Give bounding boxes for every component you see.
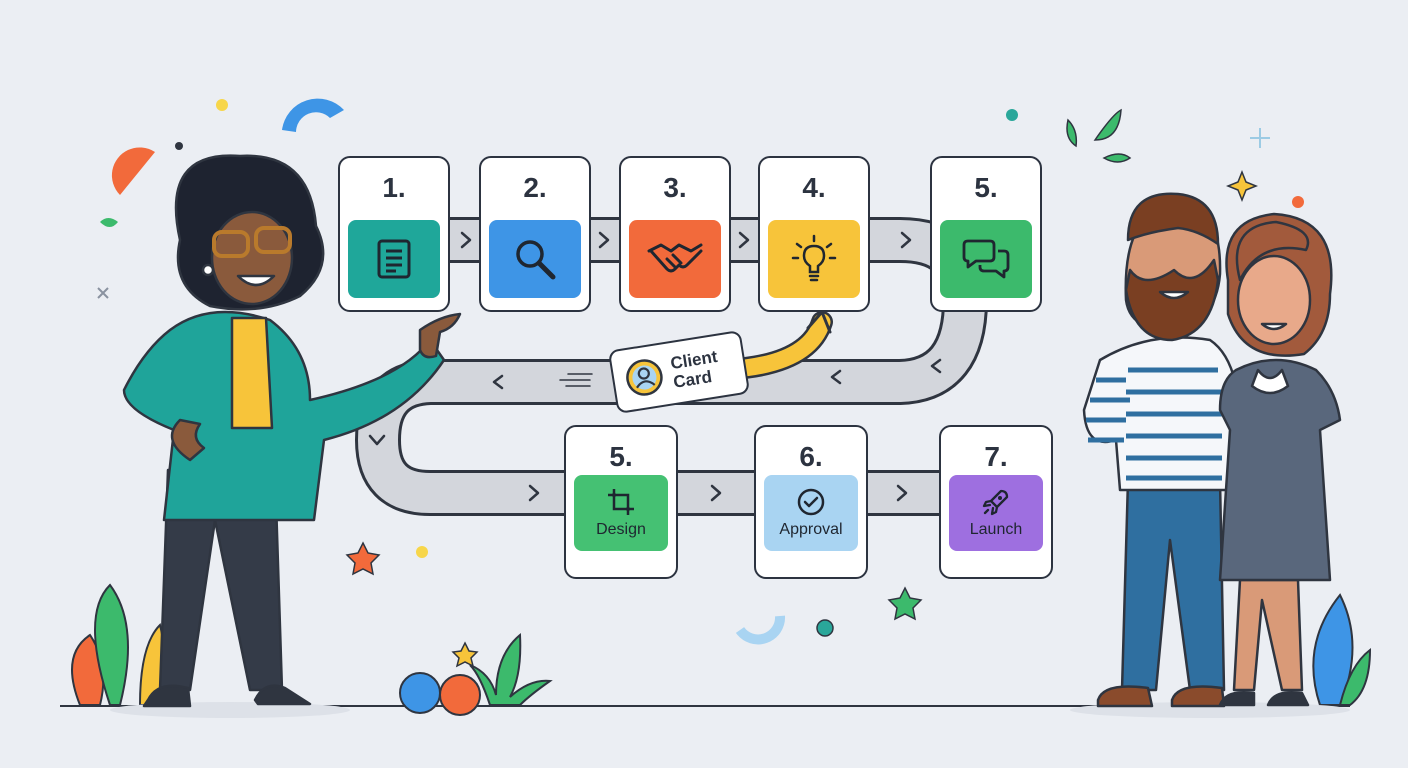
step-tile [629, 220, 721, 298]
step-tile: Design [574, 475, 668, 551]
client-woman [1218, 212, 1342, 707]
step-label: Launch [969, 521, 1023, 538]
step-card-5[interactable]: 5. [930, 156, 1042, 312]
client-card-label: Client Card [669, 347, 722, 392]
step-card-3[interactable]: 3. [619, 156, 731, 312]
step-tile [768, 220, 860, 298]
presenter-woman [122, 154, 462, 708]
lightbulb-icon [791, 234, 837, 282]
user-avatar-icon [626, 359, 663, 396]
step-card-launch[interactable]: 7. Launch [939, 425, 1053, 579]
step-card-2[interactable]: 2. [479, 156, 591, 312]
step-number: 2. [523, 172, 547, 203]
document-icon [377, 239, 411, 279]
step-tile: Approval [764, 475, 858, 551]
step-tile: Launch [949, 475, 1043, 551]
step-number: 5. [609, 441, 633, 472]
step-label: Approval [779, 521, 843, 538]
step-number: 1. [382, 172, 406, 203]
check-circle-icon [797, 488, 825, 516]
step-card-design[interactable]: 5. Design [564, 425, 678, 579]
chat-bubbles-icon [962, 239, 1010, 279]
step-card-1[interactable]: 1. [338, 156, 450, 312]
rocket-icon [982, 489, 1009, 516]
client-man [1082, 192, 1242, 708]
step-number: 4. [802, 172, 826, 203]
step-number: 6. [799, 441, 823, 472]
client-card[interactable]: Client Card [607, 329, 751, 415]
crop-icon [608, 489, 634, 515]
step-card-4[interactable]: 4. [758, 156, 870, 312]
magnifier-icon [516, 240, 556, 280]
step-label: Design [596, 521, 646, 538]
step-number: 7. [984, 441, 1008, 472]
step-number: 5. [974, 172, 998, 203]
handshake-icon [647, 243, 703, 273]
step-tile [348, 220, 440, 298]
step-tile [489, 220, 581, 298]
step-number: 3. [663, 172, 687, 203]
step-tile [940, 220, 1032, 298]
step-card-approval[interactable]: 6. Approval [754, 425, 868, 579]
